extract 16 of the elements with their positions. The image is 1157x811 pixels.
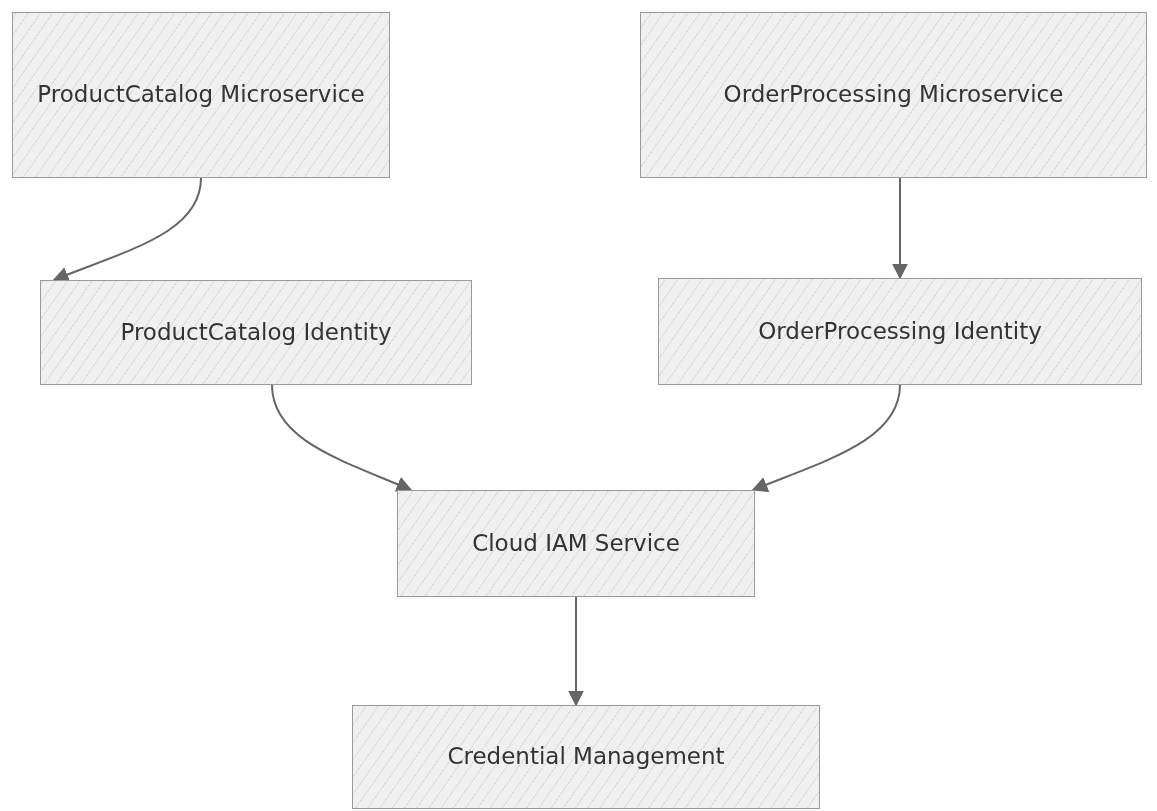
process-box (397, 490, 755, 597)
box-label: OrderProcessing Microservice (722, 80, 1065, 110)
box-label: OrderProcessing Identity (757, 316, 1043, 346)
box-label: Cloud IAM Service (471, 528, 681, 558)
process-box (352, 705, 820, 809)
box-label: ProductCatalog Identity (119, 317, 393, 347)
process-box (40, 280, 472, 385)
arrow (892, 177, 908, 280)
process-box (12, 12, 390, 178)
box-label: ProductCatalog Microservice (36, 80, 366, 110)
box-label: Credential Management (446, 742, 726, 772)
arrow (271, 384, 413, 492)
arrow (751, 384, 901, 493)
process-box (658, 278, 1142, 385)
arrow (568, 596, 584, 707)
process-box (640, 12, 1147, 178)
